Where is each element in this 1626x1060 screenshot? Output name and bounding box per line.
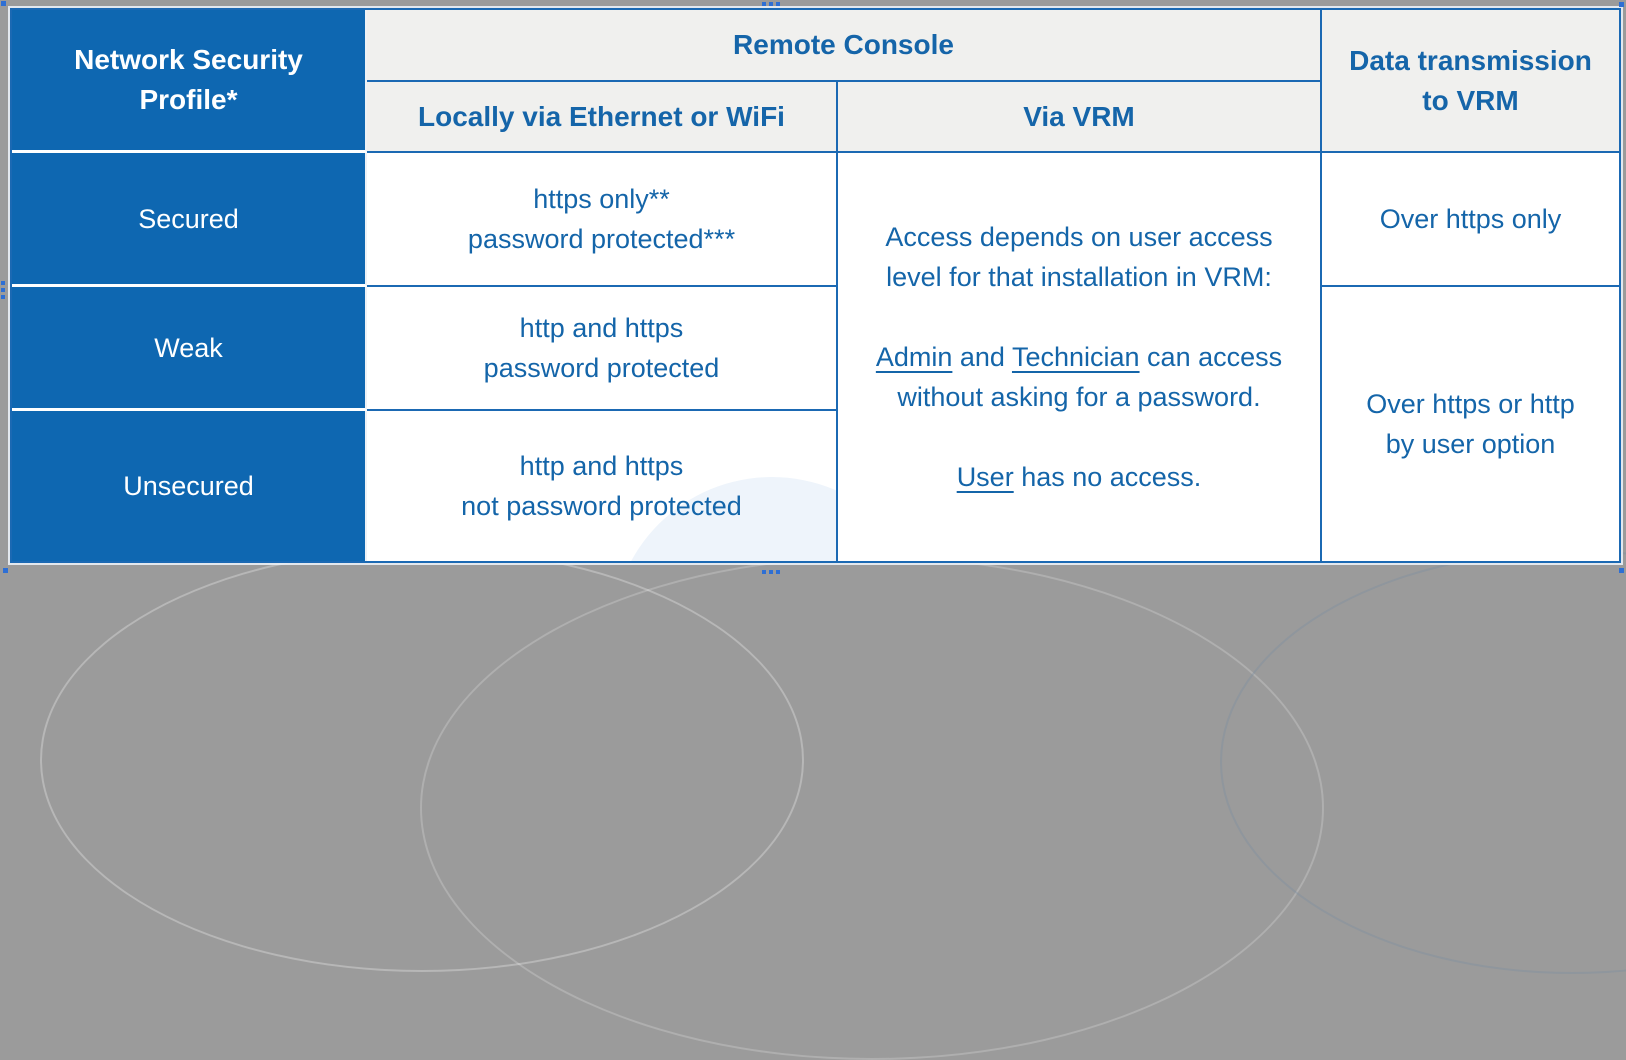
remote-console-label: Remote Console (733, 29, 954, 60)
user-underlined-text: User (956, 462, 1014, 492)
cell-network-security-profile-header[interactable]: Network Security Profile* (12, 10, 367, 153)
cell-remote-console-header[interactable]: Remote Console (367, 10, 1322, 82)
no-access-text: has no access. (1013, 462, 1202, 492)
cell-data-transmission-header[interactable]: Data transmission to VRM (1322, 10, 1619, 153)
network-security-profile-label: Network Security Profile* (74, 44, 303, 115)
locally-via-ethernet-label: Locally via Ethernet or WiFi (418, 100, 785, 132)
cell-weak-local-access[interactable]: http and https password protected (367, 287, 838, 411)
weak-label: Weak (154, 332, 223, 363)
via-vrm-user-text: User has no access. (957, 457, 1202, 497)
background-arc-decoration (420, 556, 1324, 1060)
secured-data-transmission-value: Over https only (1379, 204, 1562, 234)
selection-handle-top-left[interactable] (1, 1, 6, 6)
weak-local-value: http and https password protected (483, 313, 720, 383)
cell-weak-unsecured-data-transmission[interactable]: Over https or http by user option (1322, 287, 1619, 561)
cell-weak-profile[interactable]: Weak (12, 287, 367, 411)
selection-handle-top-right[interactable] (1619, 2, 1624, 7)
data-transmission-label: Data transmission to VRM (1349, 44, 1592, 116)
selection-handle-top-dots[interactable] (762, 2, 780, 6)
selection-handle-left-dots[interactable] (1, 281, 5, 299)
cell-locally-via-ethernet-header[interactable]: Locally via Ethernet or WiFi (367, 82, 838, 153)
admin-underlined-text: Admin (875, 342, 953, 372)
and-text: and (952, 342, 1012, 372)
secured-label: Secured (138, 203, 239, 234)
via-vrm-intro-text: Access depends on user access level for … (885, 222, 1273, 292)
weak-unsecured-data-transmission-value: Over https or http by user option (1366, 389, 1575, 459)
unsecured-label: Unsecured (123, 471, 254, 501)
table-grid: Network Security Profile* Remote Console… (12, 10, 1619, 561)
cell-secured-profile[interactable]: Secured (12, 153, 367, 287)
secured-local-value: https only** password protected*** (467, 184, 736, 254)
unsecured-local-value: http and https not password protected (461, 451, 742, 521)
cell-unsecured-profile[interactable]: Unsecured (12, 411, 367, 561)
selection-handle-bottom-dots[interactable] (762, 570, 780, 574)
selection-handle-bottom-right[interactable] (1619, 568, 1624, 573)
cell-secured-local-access[interactable]: https only** password protected*** (367, 153, 838, 287)
cell-via-vrm-access-rules[interactable]: Access depends on user access level for … (838, 153, 1322, 561)
can-access-text: can access without asking for a password… (897, 342, 1283, 412)
via-vrm-label: Via VRM (1023, 100, 1135, 132)
cell-unsecured-local-access[interactable]: http and https not password protected (367, 411, 838, 561)
cell-secured-data-transmission[interactable]: Over https only (1322, 153, 1619, 287)
via-vrm-admin-technician-text: Admin and Technician can access without … (876, 337, 1282, 417)
technician-underlined-text: Technician (1011, 342, 1140, 372)
selection-handle-bottom-left[interactable] (3, 568, 8, 573)
cell-via-vrm-header[interactable]: Via VRM (838, 82, 1322, 153)
network-security-table: Network Security Profile* Remote Console… (10, 8, 1621, 563)
